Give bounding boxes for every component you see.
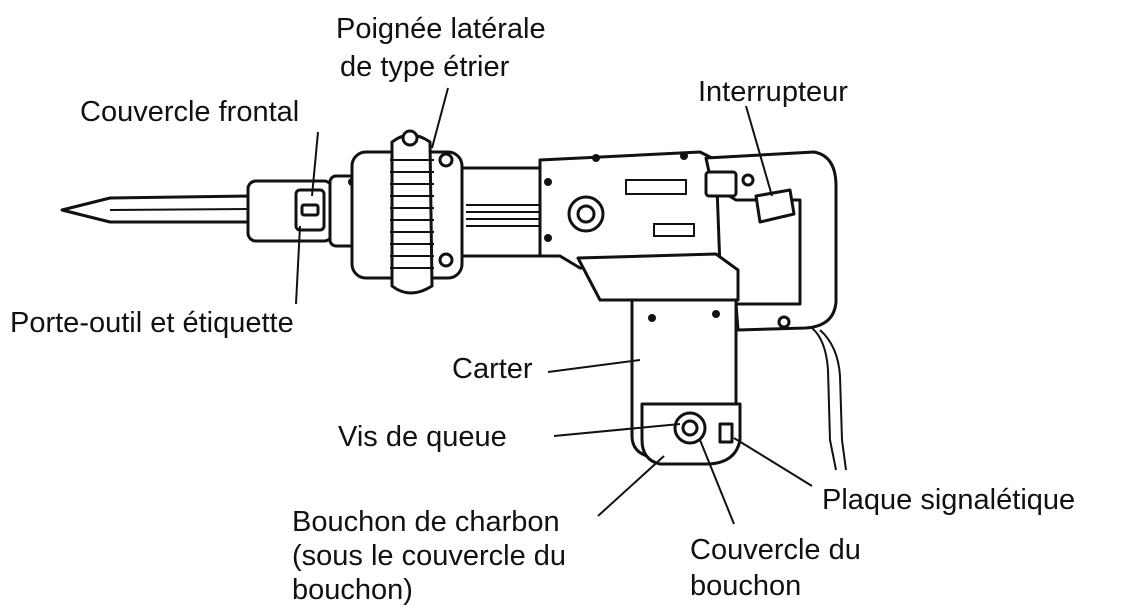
leader-carter [547,359,641,373]
label-poignee-line1: Poignée latérale [336,13,546,45]
leader-interrupteur [745,105,773,197]
label-bouchon-line1: Bouchon de charbon [292,506,560,538]
power-cord [811,327,847,471]
label-porte-outil: Porte-outil et étiquette [10,307,294,339]
chisel-bit [60,194,252,224]
labels: Poignée latérale de type étrier Couvercl… [10,13,1075,606]
main-body [538,150,722,270]
label-plaque-signaletique: Plaque signalétique [822,484,1075,516]
label-couvercle-bouchon-line1: Couvercle du [690,534,861,566]
leader-vis-de-queue [553,423,681,437]
label-couvercle-frontal: Couvercle frontal [80,96,299,128]
motor-housing [576,252,742,466]
tool-holder [246,174,358,248]
barrel [460,166,544,258]
side-handle [350,129,464,295]
rear-handle [704,150,838,332]
label-vis-de-queue: Vis de queue [338,421,507,453]
leader-plaque [733,437,813,487]
label-interrupteur: Interrupteur [698,76,848,108]
leader-poignee [431,87,449,149]
label-bouchon-line3: bouchon) [292,574,413,606]
label-bouchon-line2: (sous le couvercle du [292,540,566,572]
leader-couvercle-frontal [311,131,319,197]
label-carter: Carter [452,353,533,385]
label-poignee-line2: de type étrier [340,51,510,83]
hammer-drawing [60,129,847,471]
leader-couvercle-bouchon [699,439,735,525]
leader-porte-outil [295,225,301,305]
label-couvercle-bouchon-line2: bouchon [690,570,801,602]
leader-bouchon-charbon [597,455,665,517]
leader-lines [295,87,813,525]
